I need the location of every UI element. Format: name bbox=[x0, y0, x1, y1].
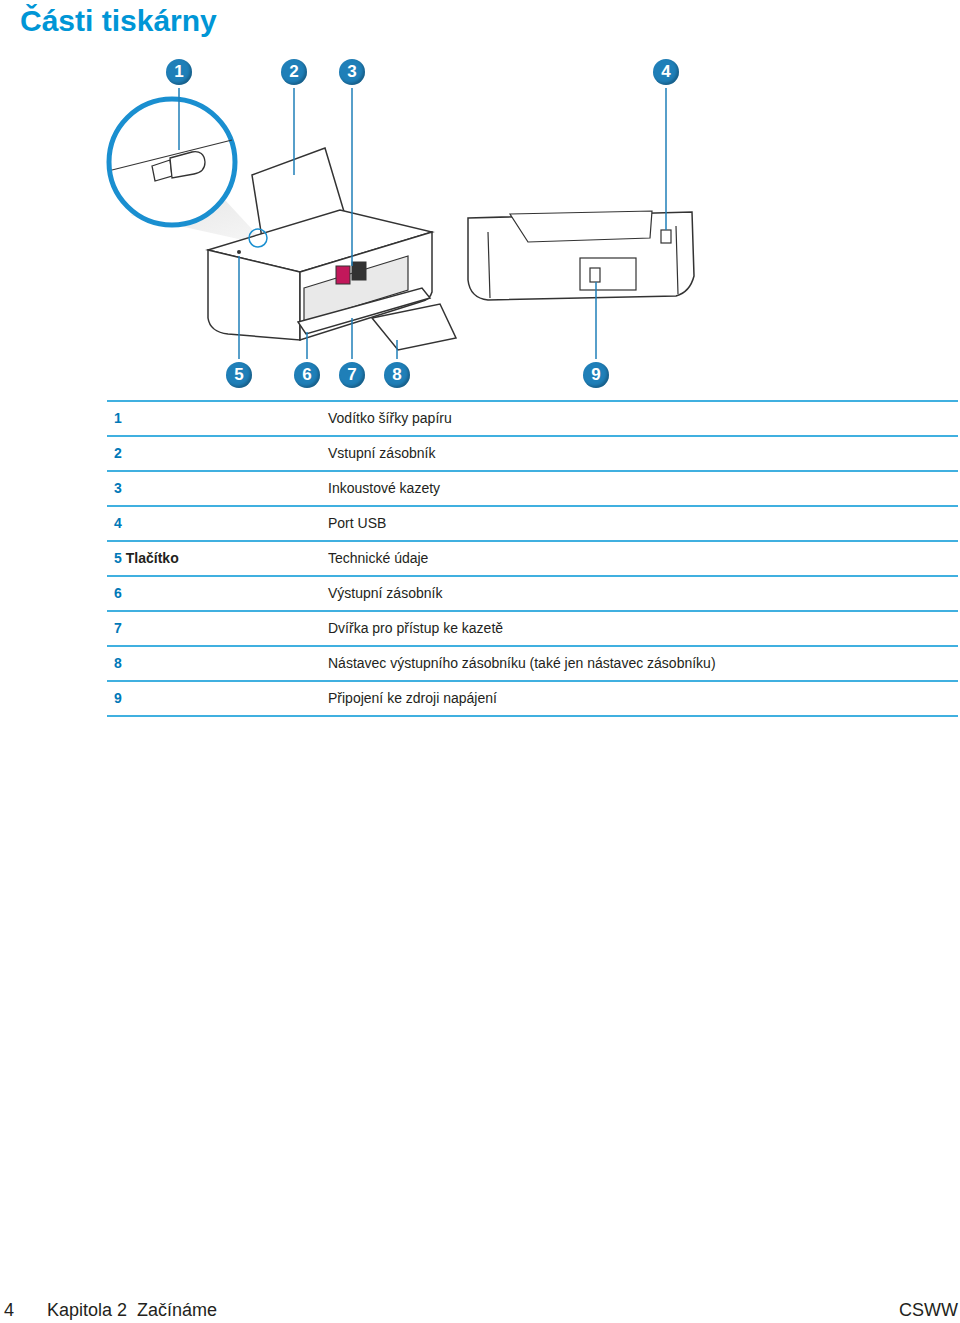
callout-number: 7 bbox=[339, 362, 365, 388]
table-rules bbox=[107, 401, 958, 716]
part-name: Vodítko šířky papíru bbox=[328, 410, 452, 426]
row-number: 7 bbox=[114, 620, 122, 636]
printer-side bbox=[208, 250, 300, 340]
part-name: Nástavec výstupního zásobníku (také jen … bbox=[328, 655, 716, 671]
power-button bbox=[237, 250, 241, 254]
row-number: 1 bbox=[114, 410, 122, 426]
part-name: Vstupní zásobník bbox=[328, 445, 435, 461]
printer-back bbox=[468, 212, 694, 300]
callout-number: 3 bbox=[339, 59, 365, 85]
part-name: Port USB bbox=[328, 515, 386, 531]
button-name: Tlačítko bbox=[126, 550, 179, 566]
footer-text: Začínáme bbox=[137, 1300, 217, 1321]
width-guide bbox=[170, 152, 205, 178]
callout-number: 1 bbox=[166, 59, 192, 85]
part-name: Výstupní zásobník bbox=[328, 585, 442, 601]
detail-marker bbox=[249, 229, 267, 247]
part-name: Dvířka pro přístup ke kazetě bbox=[328, 620, 503, 636]
part-name: Připojení ke zdroji napájení bbox=[328, 690, 497, 706]
callout-number: 6 bbox=[294, 362, 320, 388]
callout-number: 8 bbox=[384, 362, 410, 388]
width-guide bbox=[152, 160, 172, 181]
leader-lines bbox=[179, 88, 666, 359]
row-number: 6 bbox=[114, 585, 122, 601]
row-number: 8 bbox=[114, 655, 122, 671]
row-number: 2 bbox=[114, 445, 122, 461]
part-name: Technické údaje bbox=[328, 550, 428, 566]
tray-extension bbox=[372, 304, 456, 350]
callout-number: 4 bbox=[653, 59, 679, 85]
part-name: Inkoustové kazety bbox=[328, 480, 440, 496]
back-feet bbox=[488, 226, 678, 298]
row-number: 4 bbox=[114, 515, 122, 531]
ink-cartridge bbox=[336, 266, 350, 284]
magnifier bbox=[109, 99, 235, 225]
back-panel bbox=[580, 258, 636, 290]
callout-number: 5 bbox=[226, 362, 252, 388]
ink-cartridge bbox=[352, 262, 366, 280]
usb-port bbox=[661, 230, 671, 243]
row-number: 9 bbox=[114, 690, 122, 706]
callout-number: 9 bbox=[583, 362, 609, 388]
footer-text: 4 bbox=[4, 1300, 14, 1321]
row-number: 3 bbox=[114, 480, 122, 496]
page-title: Části tiskárny bbox=[20, 4, 217, 38]
callout-number: 2 bbox=[281, 59, 307, 85]
back-lid bbox=[510, 211, 652, 242]
footer-text: CSWW bbox=[899, 1300, 958, 1321]
row-number: 5 bbox=[114, 550, 122, 566]
power-socket bbox=[590, 268, 600, 282]
footer-text: Kapitola 2 bbox=[47, 1300, 127, 1321]
